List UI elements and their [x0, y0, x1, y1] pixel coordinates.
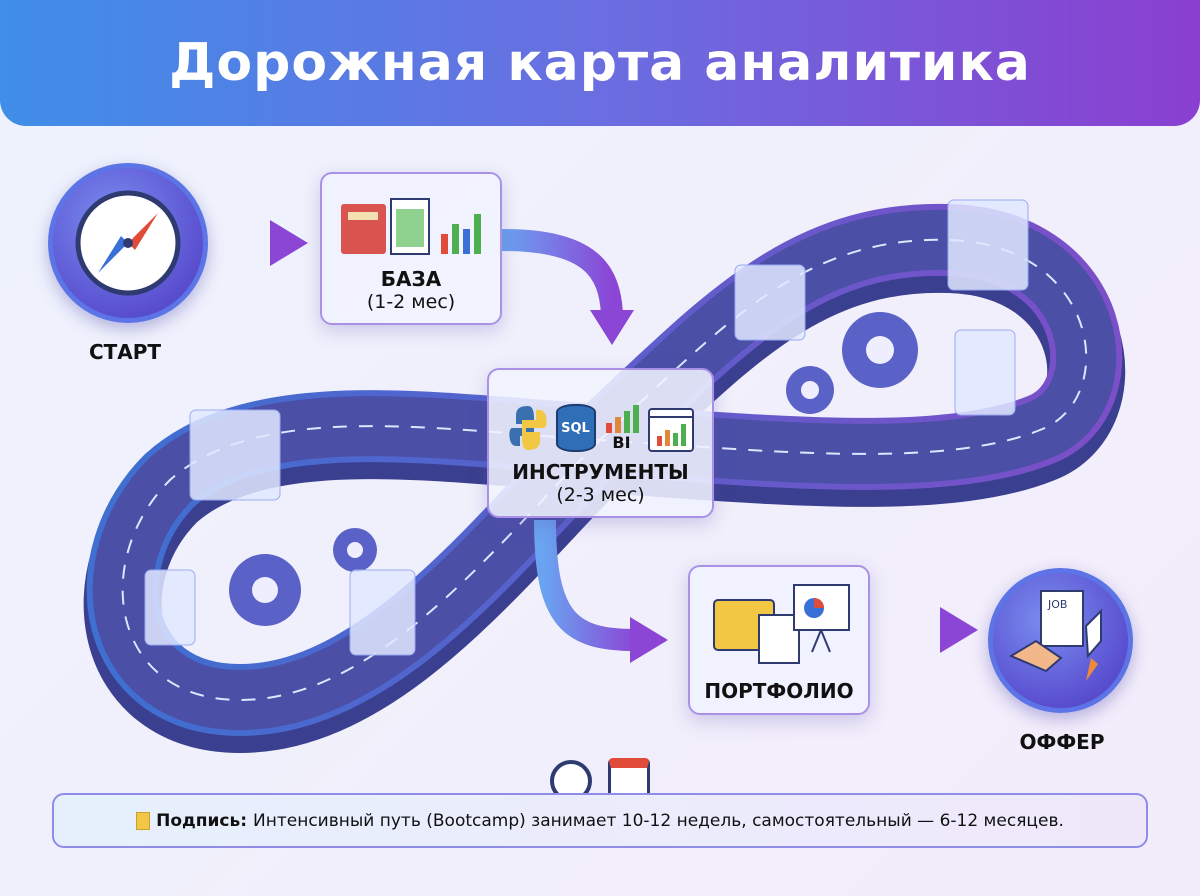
- tools-step-card: SQL BI ИНСТРУМЕНТЫ (2-3 мес): [487, 368, 714, 518]
- arrow-heads: [270, 220, 978, 663]
- bi-chart-icon: BI: [604, 403, 640, 452]
- tools-icons: SQL BI: [508, 403, 694, 452]
- job-label: JOB: [1047, 598, 1067, 611]
- base-icons: [336, 194, 486, 259]
- caption-label: Подпись:: [156, 810, 248, 831]
- start-node: [48, 163, 208, 323]
- caption-bar: Подпись: Интенсивный путь (Bootcamp) зан…: [52, 793, 1148, 848]
- dashboard-window-icon: [647, 408, 694, 452]
- books-spreadsheet-chart-icon: [341, 198, 481, 255]
- page-title: Дорожная карта аналитика: [169, 33, 1031, 93]
- header-banner: Дорожная карта аналитика: [0, 0, 1200, 126]
- gear-icon: [229, 312, 918, 626]
- caption-text: Интенсивный путь (Bootcamp) занимает 10-…: [253, 810, 1064, 831]
- portfolio-icons: [704, 580, 854, 665]
- flow-arrows: [205, 229, 945, 651]
- start-label: СТАРТ: [88, 340, 162, 364]
- compass-icon: [75, 190, 181, 296]
- tools-title: ИНСТРУМЕНТЫ: [512, 460, 689, 484]
- sql-label: SQL: [561, 420, 590, 436]
- bi-label: BI: [612, 433, 631, 452]
- base-step-card: БАЗА (1-2 мес): [320, 172, 502, 325]
- folder-presentation-icon: [713, 584, 850, 664]
- base-title: БАЗА: [380, 267, 442, 291]
- offer-label: ОФФЕР: [1019, 730, 1105, 754]
- dashboard-panel-icon: [144, 199, 1029, 656]
- python-icon: [508, 406, 547, 450]
- tools-duration: (2-3 мес): [556, 484, 645, 506]
- portfolio-title: ПОРТФОЛИО: [704, 679, 854, 703]
- offer-node: JOB: [988, 568, 1133, 713]
- note-icon: [136, 811, 151, 830]
- sql-database-icon: SQL: [555, 404, 596, 452]
- handshake-job-rocket-icon: JOB: [1008, 589, 1102, 681]
- base-duration: (1-2 мес): [366, 291, 456, 313]
- portfolio-step-card: ПОРТФОЛИО: [688, 565, 870, 715]
